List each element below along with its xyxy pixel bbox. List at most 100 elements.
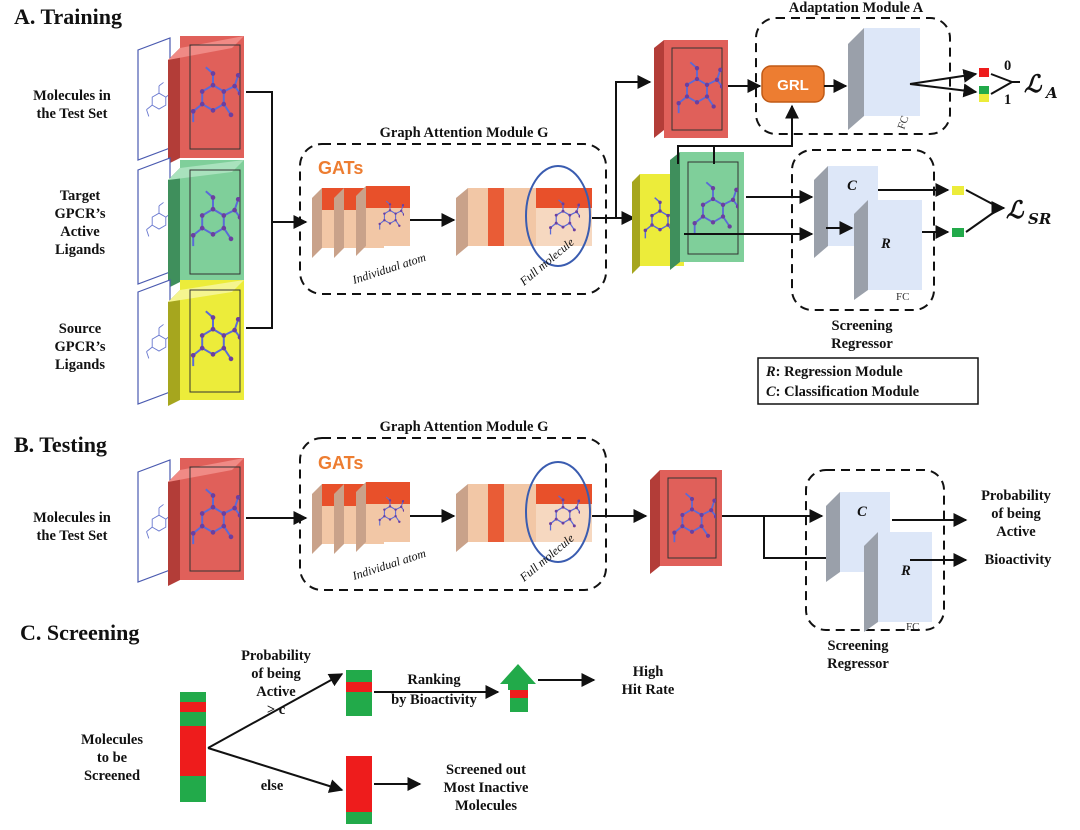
output-probability-active: Probability of being Active — [981, 488, 1052, 540]
svg-text:GRL: GRL — [777, 77, 809, 94]
loss-screening-regressor: ℒ SR — [1006, 195, 1051, 228]
label-source-ligands: Source GPCR’s Ligands — [54, 321, 105, 373]
domain-marker-green — [979, 86, 989, 94]
card-test-set-testing — [137, 458, 244, 586]
svg-text:Active: Active — [996, 524, 1036, 540]
bar-ranked — [500, 664, 536, 712]
svg-text:C: C — [857, 504, 867, 520]
svg-text:Target: Target — [60, 188, 101, 204]
grl-block: GRL — [761, 65, 825, 103]
svg-text:Screened: Screened — [84, 768, 140, 784]
label-high-hit-rate: High Hit Rate — [622, 664, 675, 698]
svg-text:Screening: Screening — [832, 318, 894, 334]
label-target-ligands: Target GPCR’s Active Ligands — [54, 188, 105, 258]
fc-block-r-train: R FC — [826, 200, 922, 303]
svg-text:by Bioactivity: by Bioactivity — [391, 692, 478, 708]
gat-module-title-train: Graph Attention Module G — [380, 125, 549, 141]
svg-text:A: A — [1044, 84, 1058, 102]
svg-text:C: C — [847, 178, 857, 194]
gats-label-test: GATs — [318, 453, 363, 473]
svg-text:Screened out: Screened out — [446, 762, 526, 778]
screening-regressor-label-train: Screening Regressor — [831, 318, 893, 352]
section-title-testing: B. Testing — [14, 432, 107, 457]
svg-text:R: R — [900, 563, 911, 579]
svg-text:Molecules: Molecules — [81, 732, 143, 748]
label-else: else — [261, 778, 284, 794]
card-test-set — [137, 36, 244, 164]
adaptation-module-box — [755, 17, 951, 135]
label-test-set: Molecules in the Test Set — [33, 88, 111, 122]
sr-marker-yellow — [952, 186, 964, 195]
svg-text:C: Classification Module: C: Classification Module — [766, 384, 920, 400]
svg-text:GPCR’s: GPCR’s — [54, 206, 105, 222]
svg-text:Molecules: Molecules — [455, 798, 517, 814]
svg-text:of being: of being — [991, 506, 1041, 522]
svg-text:of being: of being — [251, 666, 301, 682]
svg-text:Molecules in: Molecules in — [33, 510, 111, 526]
svg-text:> c: > c — [267, 702, 286, 718]
svg-text:Hit Rate: Hit Rate — [622, 682, 675, 698]
svg-text:Ligands: Ligands — [55, 242, 105, 258]
svg-text:Probability: Probability — [981, 488, 1052, 504]
bar-active-candidates — [346, 670, 372, 716]
svg-text:R: Regression Module: R: Regression Module — [765, 364, 903, 380]
atom-stack-test — [312, 482, 410, 554]
svg-text:Ligands: Ligands — [55, 357, 105, 373]
svg-text:the Test Set: the Test Set — [37, 106, 108, 122]
screening-regressor-box-test — [805, 469, 945, 631]
section-title-training: A. Training — [14, 4, 122, 29]
svg-text:R: R — [880, 236, 891, 252]
svg-text:FC: FC — [906, 621, 919, 633]
sr-marker-green — [952, 228, 964, 237]
svg-text:Active: Active — [60, 224, 100, 240]
svg-text:FC: FC — [896, 114, 912, 131]
atom-stack-train — [312, 186, 410, 258]
domain-label-0: 0 — [1004, 58, 1011, 74]
label-molecules-to-screen: Molecules to be Screened — [81, 732, 143, 784]
svg-text:Ranking: Ranking — [407, 672, 461, 688]
legend-box: R: Regression Module C: Classification M… — [757, 357, 979, 405]
card-target-ligands — [137, 157, 244, 288]
screening-regressor-label-test: Screening Regressor — [827, 638, 889, 672]
domain-label-1: 1 — [1004, 92, 1011, 108]
svg-text:Active: Active — [256, 684, 296, 700]
label-test-set-testing: Molecules in the Test Set — [33, 510, 111, 544]
svg-text:Regressor: Regressor — [831, 336, 893, 352]
feature-card-green-train — [670, 152, 744, 270]
output-bioactivity: Bioactivity — [985, 552, 1053, 568]
domain-marker-yellow — [979, 94, 989, 102]
svg-text:Most Inactive: Most Inactive — [444, 780, 530, 796]
feature-card-red-test — [650, 470, 722, 574]
domain-marker-red — [979, 68, 989, 77]
svg-text:SR: SR — [1028, 210, 1051, 228]
svg-text:Source: Source — [59, 321, 102, 337]
label-condition: Probability of being Active > c — [241, 648, 312, 718]
gat-module-title-test: Graph Attention Module G — [380, 419, 549, 435]
molecule-stack-train — [456, 165, 592, 267]
gats-label-train: GATs — [318, 158, 363, 178]
loss-adaptation: ℒ A — [1024, 69, 1058, 102]
fc-block-adaptation: FC — [848, 28, 920, 131]
svg-text:Regressor: Regressor — [827, 656, 889, 672]
svg-text:Molecules in: Molecules in — [33, 88, 111, 104]
svg-text:ℒ: ℒ — [1006, 195, 1025, 224]
individual-atom-label-train: Individual atom — [350, 250, 428, 287]
adaptation-module-title: Adaptation Module A — [789, 0, 924, 16]
section-title-screening: C. Screening — [20, 620, 139, 645]
screening-regressor-box-train — [791, 149, 935, 311]
fc-block-r-test: R FC — [864, 532, 932, 633]
svg-text:ℒ: ℒ — [1024, 69, 1043, 98]
individual-atom-label-test: Individual atom — [350, 546, 428, 583]
svg-text:FC: FC — [896, 291, 909, 303]
label-screened-out: Screened out Most Inactive Molecules — [444, 762, 530, 814]
card-source-ligands — [137, 279, 244, 406]
bar-molecules-to-screen — [180, 692, 206, 802]
svg-text:High: High — [633, 664, 664, 680]
svg-text:to be: to be — [97, 750, 128, 766]
svg-text:GPCR’s: GPCR’s — [54, 339, 105, 355]
molecule-stack-test — [456, 461, 592, 563]
svg-text:the Test Set: the Test Set — [37, 528, 108, 544]
svg-text:Screening: Screening — [828, 638, 890, 654]
label-ranking: Ranking by Bioactivity — [391, 672, 478, 708]
